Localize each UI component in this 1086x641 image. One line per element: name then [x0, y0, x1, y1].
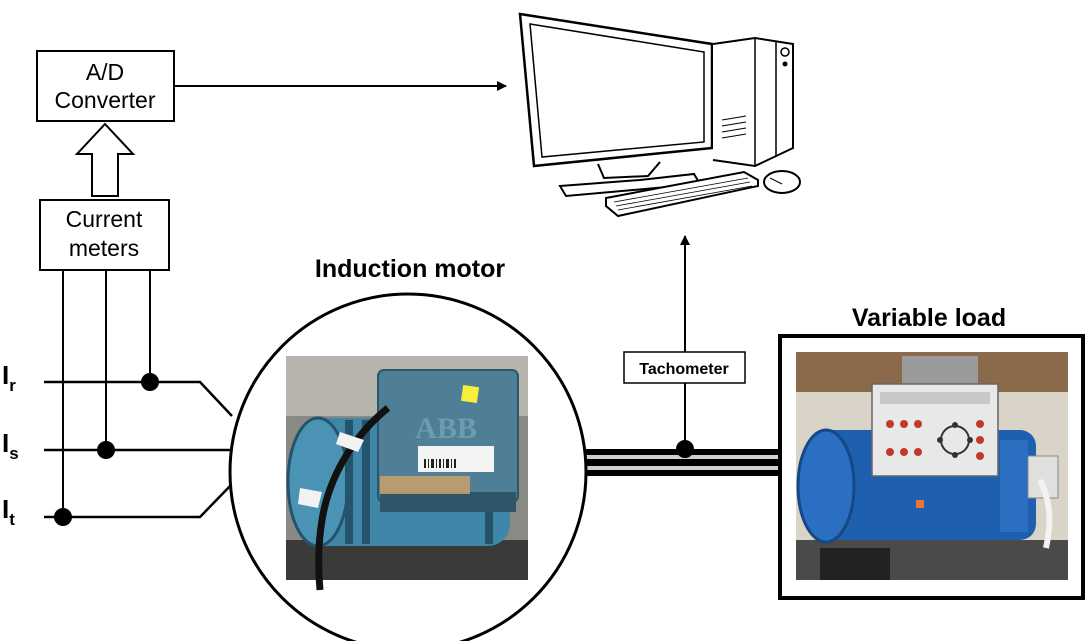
keyboard: [605, 170, 759, 218]
phase-label-s: Is: [2, 428, 19, 463]
abb-logo: ABB: [415, 412, 477, 445]
induction-motor-photo: ABB: [228, 292, 588, 641]
tachometer-shaft-dot: [676, 440, 694, 458]
variable-load-photo: [778, 334, 1085, 600]
tachometer-box: Tachometer: [623, 351, 746, 384]
tower: [712, 36, 794, 168]
phase-line-r: [44, 380, 233, 417]
mouse: [763, 170, 801, 194]
phase-line-t: [44, 483, 233, 519]
hollow-up-arrow: [74, 122, 136, 197]
phase-label-t: It: [2, 494, 15, 529]
tachometer-label: Tachometer: [639, 361, 729, 378]
induction-motor-title: Induction motor: [315, 255, 506, 283]
current-meters-block: Current meters: [39, 199, 170, 271]
junction-dot-it: [54, 508, 72, 526]
monitor: [518, 12, 714, 198]
ad-converter-block: A/D Converter: [36, 50, 175, 122]
current-meters-label-line2: meters: [69, 235, 139, 261]
variable-load-title: Variable load: [852, 304, 1006, 332]
computer-illustration: [518, 12, 801, 218]
current-meters-label-line1: Current: [66, 206, 143, 232]
junction-dot-is: [97, 441, 115, 459]
junction-dot-ir: [141, 373, 159, 391]
phase-label-r: Ir: [2, 360, 16, 395]
ad-converter-label-line2: Converter: [55, 87, 156, 113]
ad-converter-label-line1: A/D: [86, 59, 124, 85]
